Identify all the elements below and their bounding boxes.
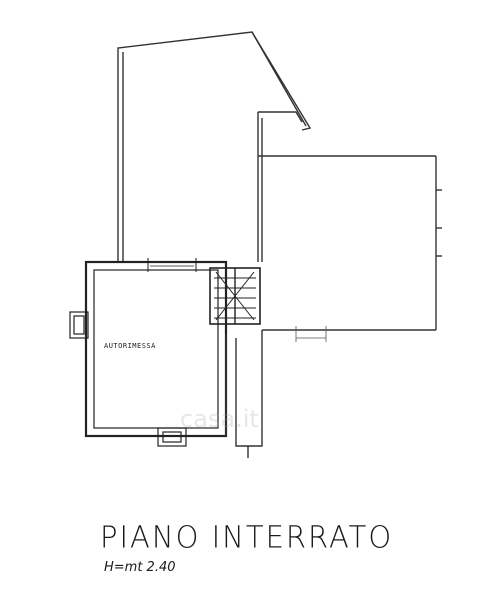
left-window: [69, 311, 89, 339]
bottom-window: [157, 427, 187, 447]
corridor-walls: [225, 330, 263, 458]
height-note: H=mt 2.40: [104, 560, 176, 575]
page-title: PIANO INTERRATO: [100, 519, 394, 555]
garage-label: AUTORIMESSA: [104, 342, 156, 350]
dimension-marks: [295, 326, 327, 342]
upper-annex-walls: [117, 31, 442, 331]
watermark-text: casa.it: [180, 405, 259, 433]
stairwell: [209, 267, 261, 325]
